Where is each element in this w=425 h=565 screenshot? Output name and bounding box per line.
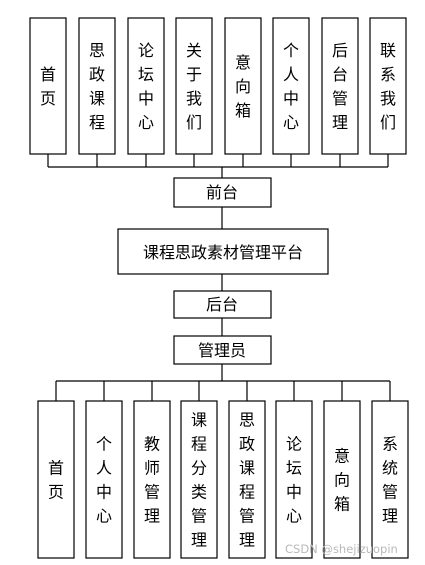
front-module-box: 思政课程: [78, 17, 116, 155]
front-module-label: 论坛中心: [138, 41, 154, 132]
admin-module-label: 首页: [48, 459, 64, 502]
front-module-label: 关于我们: [186, 41, 202, 132]
front-module-label: 思政课程: [89, 41, 105, 132]
admin-module-label: 论坛中心: [286, 435, 302, 526]
admin-module-box: 论坛中心: [275, 400, 313, 559]
front-modules-row: 首页 思政课程 论坛中心 关于我们 意向箱 个人中心 后台管理 联系我们: [29, 17, 407, 155]
front-module-box: 关于我们: [175, 17, 213, 155]
front-module-box: 联系我们: [369, 17, 407, 155]
admin-module-label: 教师管理: [144, 435, 160, 526]
front-module-label: 联系我们: [380, 41, 396, 132]
front-connectors: [47, 154, 389, 178]
admin-label: 管理员: [198, 341, 246, 360]
front-module-label: 首页: [40, 65, 56, 108]
admin-module-label: 课程分类管理: [191, 411, 207, 550]
watermark: CSDN @shejizuopin: [285, 542, 398, 556]
front-module-box: 个人中心: [272, 17, 310, 155]
admin-module-box: 教师管理: [133, 400, 171, 559]
front-module-label: 个人中心: [283, 41, 299, 132]
back-label: 后台: [206, 295, 238, 314]
admin-module-label: 思政课程管理: [239, 411, 255, 550]
front-module-box: 意向箱: [224, 17, 262, 155]
admin-modules-row: 首页 个人中心 教师管理 课程分类管理 思政课程管理 论坛中心 意向箱 系统管理: [37, 400, 409, 559]
admin-module-label: 个人中心: [96, 435, 112, 526]
platform-node: 课程思政素材管理平台: [117, 228, 329, 275]
admin-module-label: 意向箱: [334, 447, 350, 514]
admin-module-label: 系统管理: [382, 435, 398, 526]
admin-connectors: [55, 380, 391, 401]
admin-module-box: 个人中心: [85, 400, 123, 559]
front-module-box: 首页: [29, 17, 67, 155]
admin-module-box: 首页: [37, 400, 75, 559]
front-label: 前台: [206, 183, 238, 202]
platform-label: 课程思政素材管理平台: [143, 243, 303, 262]
back-node: 后台: [173, 290, 272, 319]
admin-module-box: 系统管理: [371, 400, 409, 559]
front-module-label: 意向箱: [235, 53, 251, 120]
front-module-label: 后台管理: [332, 41, 348, 132]
admin-module-box: 意向箱: [323, 400, 361, 559]
admin-module-box: 课程分类管理: [180, 400, 218, 559]
front-module-box: 论坛中心: [127, 17, 165, 155]
admin-module-box: 思政课程管理: [228, 400, 266, 559]
front-module-box: 后台管理: [321, 17, 359, 155]
front-node: 前台: [173, 177, 272, 208]
admin-node: 管理员: [173, 335, 272, 365]
